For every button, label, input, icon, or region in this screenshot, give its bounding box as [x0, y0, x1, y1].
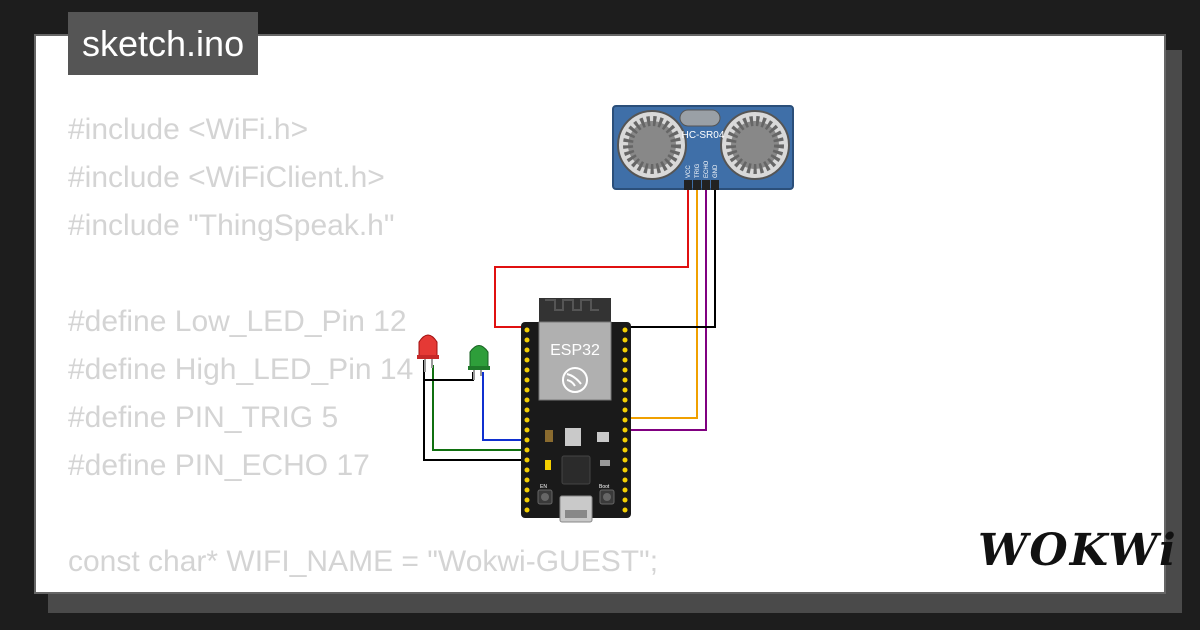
- code-line: #define PIN_ECHO 17: [68, 449, 370, 482]
- code-line: [68, 250, 658, 298]
- code-line: [68, 490, 658, 538]
- code-line: const char* WIFI_NAME = "Wokwi-GUEST";: [68, 545, 659, 578]
- code-line: #include <WiFi.h>: [68, 113, 309, 146]
- code-line: #include <WiFiClient.h>: [68, 161, 385, 194]
- file-tab[interactable]: sketch.ino: [68, 12, 259, 75]
- code-line: #define Low_LED_Pin 12: [68, 305, 407, 338]
- wokwi-logo: WOKWi: [978, 525, 1178, 576]
- code-line: #include "ThingSpeak.h": [68, 209, 395, 242]
- code-line: #define PIN_TRIG 5: [68, 401, 339, 434]
- code-card: #include <WiFi.h> #include <WiFiClient.h>…: [34, 34, 1166, 594]
- code-line: #define High_LED_Pin 14: [68, 353, 414, 386]
- code-view: #include <WiFi.h> #include <WiFiClient.h>…: [68, 106, 659, 592]
- code-line: const char* WIFI_PASSWORD = "";: [68, 586, 658, 592]
